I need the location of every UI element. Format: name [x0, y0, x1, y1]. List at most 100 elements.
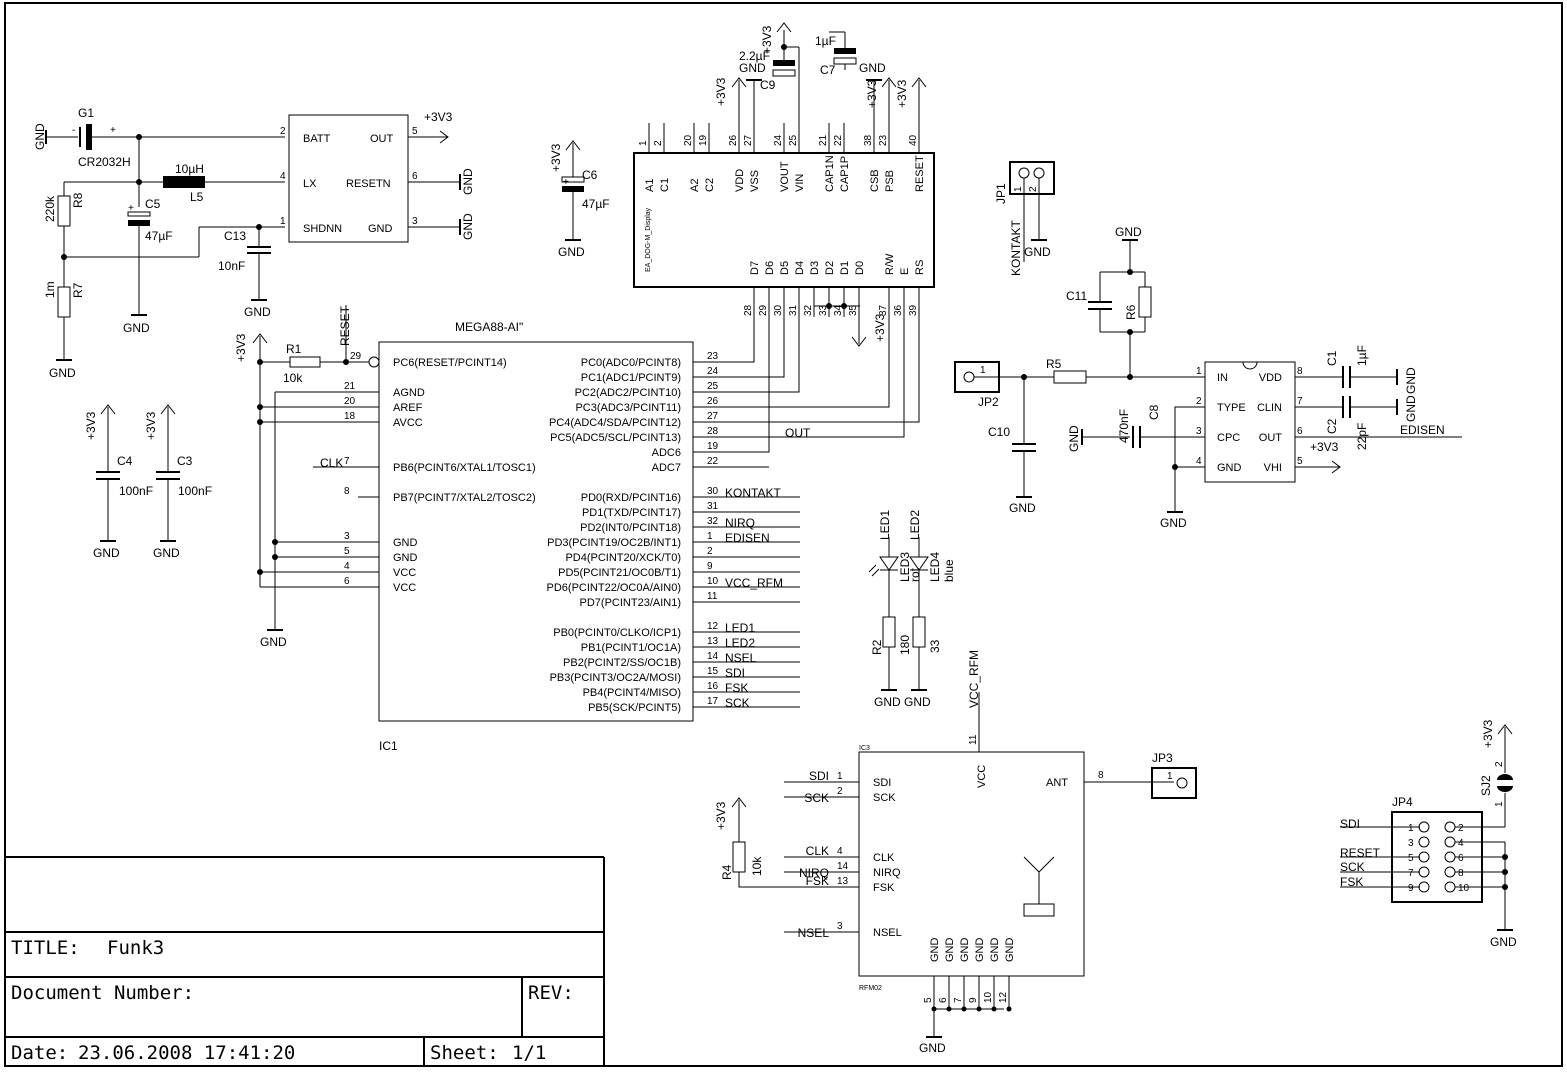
title-block: TITLE: Funk3 Document Number: REV: Date:… — [5, 856, 605, 1066]
sensor-pin-number: 3 — [1196, 426, 1202, 437]
display-pin-label: VOUT — [779, 161, 791, 192]
vcc-label: +3V3 — [873, 313, 887, 342]
rfm-pin-label: SDI — [873, 777, 891, 789]
mcu-pin-number: 5 — [344, 546, 350, 557]
display-pin-label: C2 — [704, 178, 716, 192]
display-pin-label: D5 — [779, 261, 791, 275]
c5-name: C5 — [145, 197, 161, 211]
gnd-label: GND — [1115, 225, 1142, 239]
led2-ref: LED4 — [928, 552, 942, 582]
gnd-label: GND — [33, 123, 47, 150]
sensor-pin-number: 8 — [1297, 366, 1303, 377]
vcc-rfm-net-label: VCC_RFM — [967, 650, 981, 708]
mcu-pin-label: GND — [393, 552, 418, 564]
gnd-label: GND — [93, 546, 120, 560]
c13-value: 10nF — [218, 259, 245, 273]
mcu-net-label: NSEL — [725, 651, 757, 665]
display-pin-number: 35 — [848, 304, 859, 316]
clk-net-label: CLK — [320, 456, 343, 470]
mcu-pin-label: PB3(PCINT3/OC2A/MOSI) — [550, 672, 681, 684]
c9-name: C9 — [760, 78, 776, 92]
gnd-label: GND — [1404, 395, 1418, 422]
r8-value: 220k — [43, 195, 57, 222]
display-pin-label: D2 — [824, 261, 836, 275]
vcc-label: +3V3 — [895, 79, 909, 108]
mcu-net-label: KONTAKT — [725, 486, 781, 500]
display-pin-number: 26 — [728, 134, 739, 146]
mcu-pin-number: 13 — [707, 636, 719, 647]
jp4-pin-number: 9 — [1408, 883, 1414, 894]
sensor-pin-number: 7 — [1297, 396, 1303, 407]
rfm-body — [858, 751, 1085, 977]
mcu-pin-number: 9 — [707, 561, 713, 572]
c3-name: C3 — [177, 454, 193, 468]
jp4-pin-number: 3 — [1408, 838, 1414, 849]
mcu-pin-label: PD5(PCINT21/OC0B/T1) — [558, 567, 681, 579]
mcu-net-label: SDI — [725, 666, 745, 680]
rfm-name: IC3 — [859, 745, 870, 752]
sensor-pin-number: 1 — [1196, 366, 1202, 377]
display-pin-number: 30 — [773, 304, 784, 316]
pin-number: 6 — [412, 171, 418, 182]
rfm-pin-ant: ANT — [1046, 777, 1068, 789]
mcu-net-label: FSK — [725, 681, 748, 695]
vcc-label: +3V3 — [144, 411, 158, 440]
sensor-pin-label: TYPE — [1217, 402, 1246, 414]
led1-color: rot — [908, 567, 922, 582]
display-pin-label: D1 — [839, 261, 851, 275]
mcu-pin-label: PD7(PCINT23/AIN1) — [580, 597, 681, 609]
mcu-pin-number: 12 — [707, 621, 719, 632]
sensor-pin-label: GND — [1217, 462, 1242, 474]
display-pin-label: PSB — [884, 170, 896, 192]
gnd-label: GND — [244, 305, 271, 319]
c3-value: 100nF — [178, 484, 212, 498]
rfm-pin-number: 2 — [837, 786, 843, 797]
mcu-value: MEGA88-AI" — [455, 320, 523, 334]
mcu-name: IC1 — [379, 739, 398, 753]
pin-number: 1 — [280, 216, 286, 227]
mcu-pin-label: PB1(PCINT1/OC1A) — [581, 642, 681, 654]
mcu-pin-number: 10 — [707, 576, 719, 587]
c7-value: 1µF — [815, 34, 836, 48]
mcu-pin-label: AVCC — [393, 417, 423, 429]
display-bottom-pins: 28D729D630D531D432D333D234D135D037R/W36E… — [743, 253, 926, 317]
mcu-pin-number: 18 — [344, 411, 356, 422]
mcu-net-label: SCK — [725, 696, 750, 710]
r2-value: 180 — [898, 635, 912, 655]
gnd-label: GND — [260, 635, 287, 649]
display-pin-label: RESET — [914, 155, 926, 192]
reg-pin-gnd: GND — [368, 223, 393, 235]
display-pin-label: VIN — [794, 174, 806, 192]
display-pin-number: 32 — [803, 304, 814, 316]
jp4-net-sdi: SDI — [1340, 817, 1360, 831]
sensor-pin-label: VHI — [1264, 462, 1282, 474]
vcc-label: +3V3 — [234, 333, 248, 362]
decoupling-caps: GND +3V3 C4 100nF GND +3V3 C3 100nF — [84, 404, 212, 560]
mcu-pin-number: 7 — [344, 456, 350, 467]
lcd-display: EA_DOG-M_Display 1A12C120A219C226VDD27VS… — [633, 22, 935, 347]
mcu-pin-label: PC2(ADC2/PCINT10) — [575, 387, 681, 399]
rfm-net-label: SCK — [804, 791, 829, 805]
gnd-label: GND — [919, 1041, 946, 1055]
display-pin-label: CAP1N — [824, 155, 836, 192]
display-pin-label: RS — [914, 260, 926, 275]
gnd-label: GND — [859, 61, 886, 75]
rfm-value: RFM02 — [859, 985, 882, 992]
rev-label: REV: — [528, 982, 574, 1004]
display-pin-number: 20 — [683, 134, 694, 146]
mcu-right-pins: 23PC0(ADC0/PCINT8)24PC1(ADC1/PCINT9)25PC… — [547, 351, 811, 714]
r7-value: 1m — [43, 281, 57, 298]
rfm-module: IC3 RFM02 VCC_RFM 11 VCC ANT 8 1SDISDI2S… — [714, 650, 1174, 1055]
reg-pin-batt: BATT — [303, 133, 331, 145]
c2-name: C2 — [1325, 418, 1339, 434]
mcu-pin-label: PC1(ADC1/PCINT9) — [581, 372, 681, 384]
display-top-pins: 1A12C120A219C226VDD27VSS24VOUT25VIN21CAP… — [638, 123, 926, 192]
display-pin-number: 21 — [818, 134, 829, 146]
c10-name: C10 — [988, 425, 1010, 439]
led-section: LED1 LED3 R2 180 LED2 LED4 blue 33 rot G… — [868, 510, 956, 709]
title-value: Funk3 — [107, 937, 164, 959]
l5-value: 10µH — [175, 162, 204, 176]
display-pin-label: CAP1P — [839, 156, 851, 192]
mcu-pin-number: 3 — [344, 531, 350, 542]
